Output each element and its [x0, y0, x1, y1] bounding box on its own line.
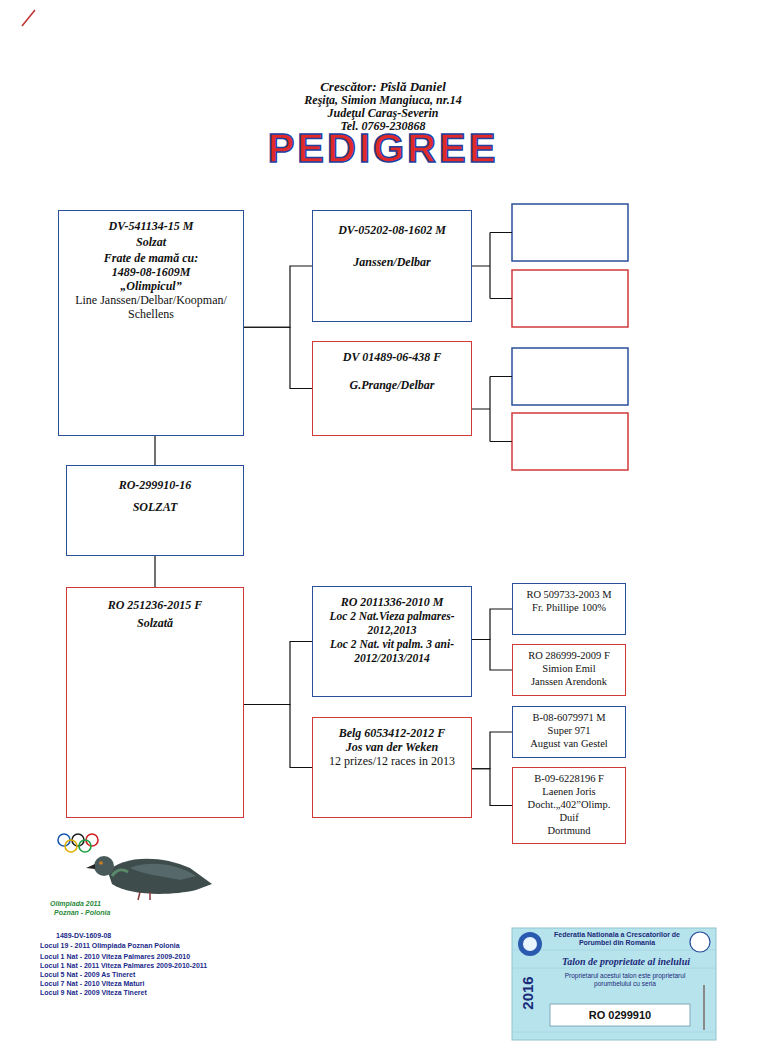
pedigree-line — [244, 266, 312, 327]
empty-boxes — [512, 204, 628, 470]
breeder-county: Judeţul Caraş-Severin — [0, 107, 760, 120]
ticket-title: Talon de proprietate al inelului — [540, 956, 712, 968]
pedigree-box: Belg 6053412-2012 FJos van der Weken12 p… — [312, 717, 472, 818]
bird-text: B-09-6228196 F — [517, 772, 621, 785]
bird-text: Jos van der Weken — [317, 740, 467, 754]
bird-text: August van Gestel — [517, 737, 621, 750]
breeder-phone: Tel. 0769-230868 — [0, 120, 760, 133]
pedigree-box: B-08-6079971 MSuper 971August van Gestel — [512, 706, 626, 758]
pedigree-box: RO 2011336-2010 MLoc 2 Nat.Vieza palmare… — [312, 586, 472, 697]
bird-text: RO 286999-2009 F — [517, 649, 621, 662]
bird-text: Solzată — [71, 616, 239, 630]
pedigree-line — [244, 705, 312, 768]
pedigree-line — [154, 436, 155, 465]
bird-text: DV-541134-15 M — [63, 219, 239, 233]
bird-text: RO 251236-2015 F — [71, 598, 239, 612]
ticket-ring: RO 0299910 — [552, 1008, 688, 1022]
bird-text: Docht.„402”Olimp. Duif — [517, 798, 621, 824]
pedigree-box: RO 286999-2009 FSimion EmilJanssen Arend… — [512, 644, 626, 696]
bird-text: Loc 2 Nat. vit palm. 3 ani-2012/2013/201… — [317, 637, 467, 665]
olympic-rings — [58, 834, 98, 852]
ticket-year: 2016 — [519, 971, 537, 1015]
result-line: Locul 7 Nat - 2010 Viteza Maturi — [40, 980, 145, 988]
bird-text: 12 prizes/12 races in 2013 — [317, 754, 467, 768]
bird-text: Fr. Phillipe 100% — [517, 601, 621, 614]
pedigree-title: PEDIGREE — [0, 127, 760, 169]
bird-text: B-08-6079971 M — [517, 711, 621, 724]
pigeon-illustration — [86, 856, 212, 900]
result-line: Locul 5 Nat - 2009 As Tineret — [40, 971, 135, 979]
olympiad-place: Poznan - Polonia — [54, 909, 110, 917]
empty-brackets — [472, 233, 512, 442]
pedigree-line — [472, 640, 512, 671]
olympiad-caption: Olimpiada 2011 — [50, 900, 101, 908]
pedigree-box: DV-05202-08-1602 M Janssen/Delbar — [312, 210, 472, 322]
bird-text: RO 2011336-2010 M — [317, 595, 467, 609]
ticket-note: Proprietarul acestui talon este propriet… — [552, 972, 698, 987]
bird-text: RO-299910-16 — [71, 478, 239, 492]
pedigree-box: DV-541134-15 M SolzatFrate de mamă cu:148… — [58, 210, 244, 436]
pedigree-box: RO 251236-2015 F Solzată — [66, 587, 244, 818]
pedigree-box: RO 509733-2003 MFr. Phillipe 100% — [512, 583, 626, 635]
breeder-name: Crescător: Pîslă Daniel — [0, 80, 760, 93]
bird-text: Simion Emil — [517, 662, 621, 675]
bird-text: DV 01489-06-438 F — [317, 350, 467, 364]
bird-text: DV-05202-08-1602 M — [317, 223, 467, 237]
pedigree-line — [154, 556, 155, 587]
breeder-address: Reşiţa, Simion Mangiuca, nr.14 — [0, 94, 760, 107]
bird-text: 1489-08-1609M — [63, 265, 239, 279]
result-line: Locul 1 Nat - 2010 Viteza Palmares 2009-… — [40, 953, 190, 961]
bird-text: Loc 2 Nat.Vieza palmares-2012,2013 — [317, 609, 467, 637]
bird-text: Belg 6053412-2012 F — [317, 726, 467, 740]
bird-text: Dortmund — [517, 824, 621, 837]
bird-text: G.Prange/Delbar — [317, 378, 467, 392]
pen-mark — [22, 10, 35, 26]
bird-text: Janssen/Delbar — [317, 255, 467, 269]
pedigree-line — [244, 642, 312, 705]
pedigree-line — [472, 609, 512, 640]
bird-text: „Olimpicul” — [63, 279, 239, 293]
bird-text: Frate de mamă cu: — [63, 251, 239, 265]
result-line: Locul 19 - 2011 Olimpiada Poznan Polonia — [40, 942, 180, 950]
ring-number: 1489-DV-1609-08 — [56, 932, 111, 940]
ring-ticket — [512, 928, 716, 1040]
pedigree-line — [472, 732, 512, 769]
result-line: Locul 9 Nat - 2009 Viteza Tineret — [40, 989, 147, 997]
pedigree-box: B-09-6228196 FLaenen JorisDocht.„402”Oli… — [512, 767, 626, 844]
bird-text: Solzat — [63, 235, 239, 249]
bird-text: SOLZAT — [71, 500, 239, 514]
bird-text: Janssen Arendonk — [517, 675, 621, 688]
bird-text: Laenen Joris — [517, 785, 621, 798]
pedigree-line — [244, 327, 312, 388]
result-line: Locul 1 Nat - 2011 Viteza Palmares 2009-… — [40, 962, 207, 970]
bird-text: Super 971 — [517, 724, 621, 737]
pedigree-box: RO-299910-16SOLZAT — [66, 465, 244, 556]
bird-text: RO 509733-2003 M — [517, 588, 621, 601]
pedigree-line — [472, 769, 512, 806]
bird-text: Line Janssen/Delbar/Koopman/ Schellens — [63, 293, 239, 321]
federation-name: Federatia Nationala a Crescatorilor de P… — [546, 931, 688, 947]
pedigree-box: DV 01489-06-438 F G.Prange/Delbar — [312, 341, 472, 436]
